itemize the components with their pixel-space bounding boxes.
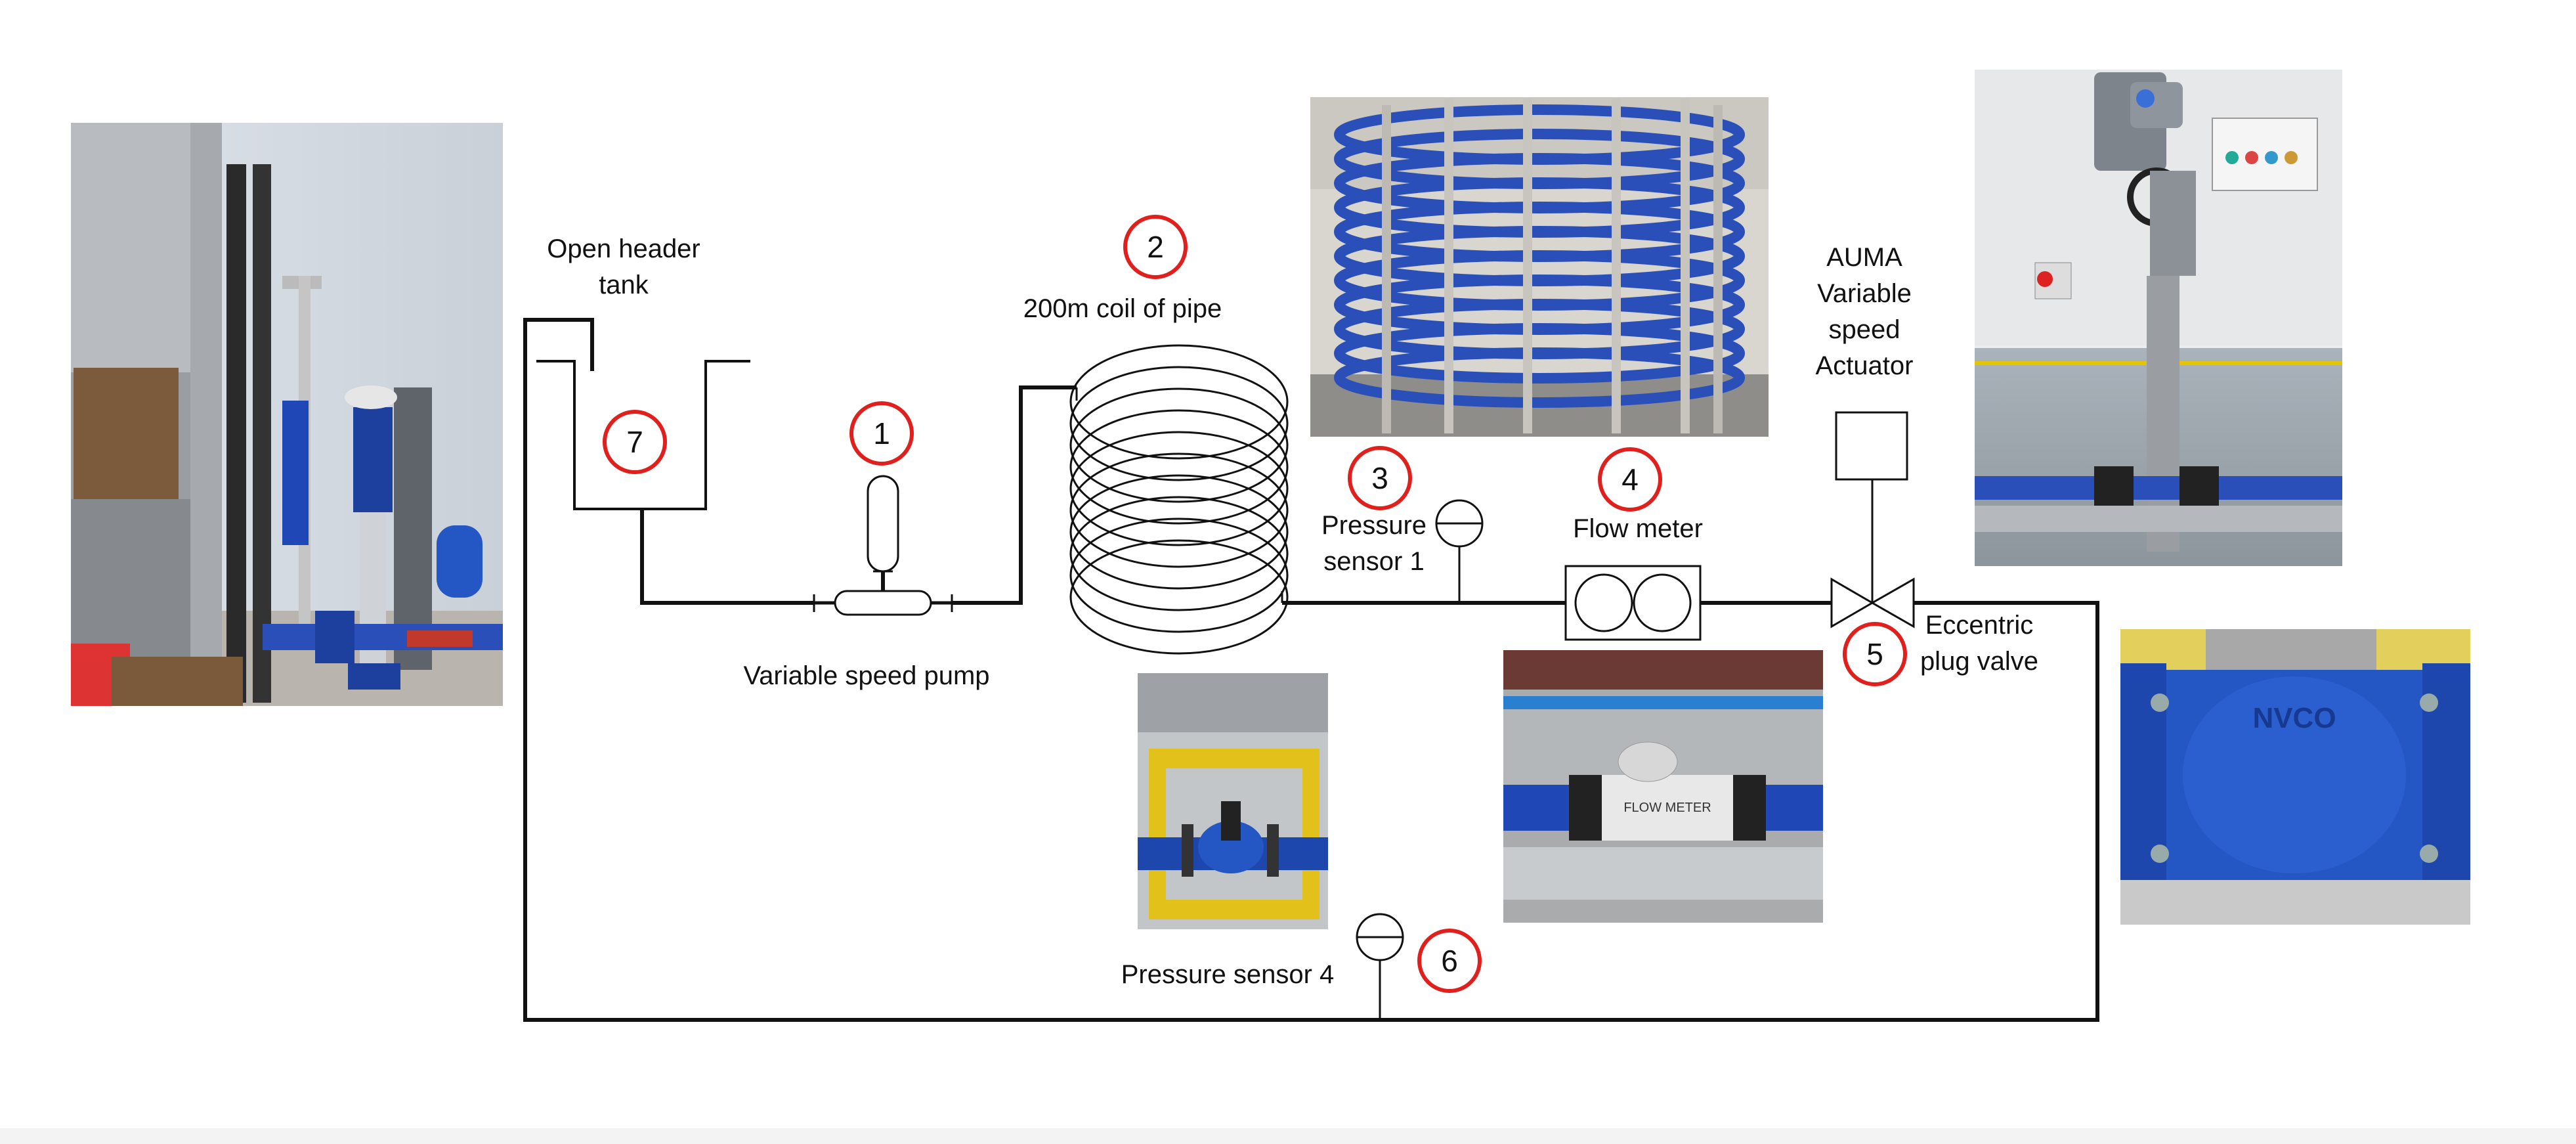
photo-coil-ring <box>1334 347 1745 408</box>
pressure-sensor-4-symbol <box>1356 913 1404 1020</box>
tank-left-lip <box>523 318 594 371</box>
label-pressure-sensor-1-line2: sensor 1 <box>1323 547 1425 576</box>
pressure-sensor-1-symbol <box>1435 499 1484 603</box>
marker-number: 4 <box>1621 462 1639 496</box>
marker-3: 3 <box>1348 446 1412 510</box>
marker-1: 1 <box>849 401 914 466</box>
label-flow-meter: Flow meter <box>1573 514 1703 543</box>
photo-flow-meter: FLOW METER <box>1503 650 1823 923</box>
label-open-header-tank-line2: tank <box>599 271 649 299</box>
marker-ring <box>849 401 914 466</box>
marker-7: 7 <box>603 410 667 474</box>
coil-loop <box>1069 496 1289 611</box>
marker-4: 4 <box>1598 447 1662 512</box>
marker-ring <box>1348 446 1412 510</box>
pipe-network <box>523 318 2099 1022</box>
coil-loop <box>1069 431 1289 546</box>
marker-ring <box>1417 929 1482 993</box>
markers: 1 2 3 4 5 6 7 <box>603 215 1907 993</box>
actuator-box <box>1835 411 1908 481</box>
photo-coil-ring <box>1334 323 1745 384</box>
valve-brand-text: NVCO <box>2252 702 2336 734</box>
label-open-header-tank: Open header tank <box>525 231 722 303</box>
pipe-tank-to-pump <box>640 509 814 605</box>
label-eccentric-line1: Eccentric <box>1925 611 2034 640</box>
marker-5: 5 <box>1843 622 1907 686</box>
photo-auma-actuator <box>1975 70 2342 566</box>
coil-loop <box>1069 517 1289 633</box>
photo-eccentric-plug-valve: NVCO <box>2120 629 2470 925</box>
label-pressure-sensor-4: Pressure sensor 4 <box>1121 960 1335 989</box>
label-eccentric-line2: plug valve <box>1920 647 2039 676</box>
flow-meter-symbol <box>1564 565 1702 641</box>
bottom-edge-bar <box>0 1128 2576 1144</box>
photo-pipe-coil <box>1310 97 1769 437</box>
coil-loop <box>1069 474 1289 590</box>
coil-symbol <box>1069 344 1289 655</box>
marker-number: 6 <box>1441 944 1458 978</box>
marker-number: 7 <box>626 425 643 459</box>
flow-meter-photo-text: FLOW METER <box>1623 801 1711 815</box>
coil-loop <box>1069 387 1289 503</box>
coil-loop <box>1069 409 1289 525</box>
coil-loop <box>1069 539 1289 655</box>
marker-number: 3 <box>1371 461 1388 495</box>
label-eccentric-plug-valve: Eccentric plug valve <box>1904 607 2055 680</box>
marker-ring <box>1843 622 1907 686</box>
marker-number: 1 <box>873 416 890 451</box>
valve-symbol <box>1830 411 1915 628</box>
label-auma-line3: speed <box>1828 315 1900 344</box>
pipe-return-loop <box>523 320 2099 1022</box>
label-coil: 200m coil of pipe <box>1023 294 1222 323</box>
label-pressure-sensor-1: Pressure sensor 1 <box>1312 508 1436 580</box>
photo-pump-frame <box>1138 673 1328 929</box>
pipe-pump-to-coil <box>952 385 1077 605</box>
pump-symbol <box>813 475 953 616</box>
marker-ring <box>1123 215 1188 279</box>
label-auma-line4: Actuator <box>1815 351 1914 380</box>
coil-loop <box>1069 366 1289 481</box>
marker-2: 2 <box>1123 215 1188 279</box>
label-auma-line2: Variable <box>1817 279 1912 308</box>
label-auma-actuator: AUMA Variable speed Actuator <box>1792 240 1937 384</box>
photo-tank-and-pump <box>71 123 503 706</box>
label-auma-line1: AUMA <box>1826 243 1902 272</box>
marker-ring <box>1598 447 1662 512</box>
marker-number: 5 <box>1866 637 1883 671</box>
coil-loop <box>1069 452 1289 568</box>
marker-ring <box>603 410 667 474</box>
marker-number: 2 <box>1147 230 1164 264</box>
label-variable-speed-pump: Variable speed pump <box>743 661 990 690</box>
marker-6: 6 <box>1417 929 1482 993</box>
label-pressure-sensor-1-line1: Pressure <box>1321 511 1427 540</box>
label-open-header-tank-line1: Open header <box>547 234 700 263</box>
coil-loop <box>1069 344 1289 460</box>
